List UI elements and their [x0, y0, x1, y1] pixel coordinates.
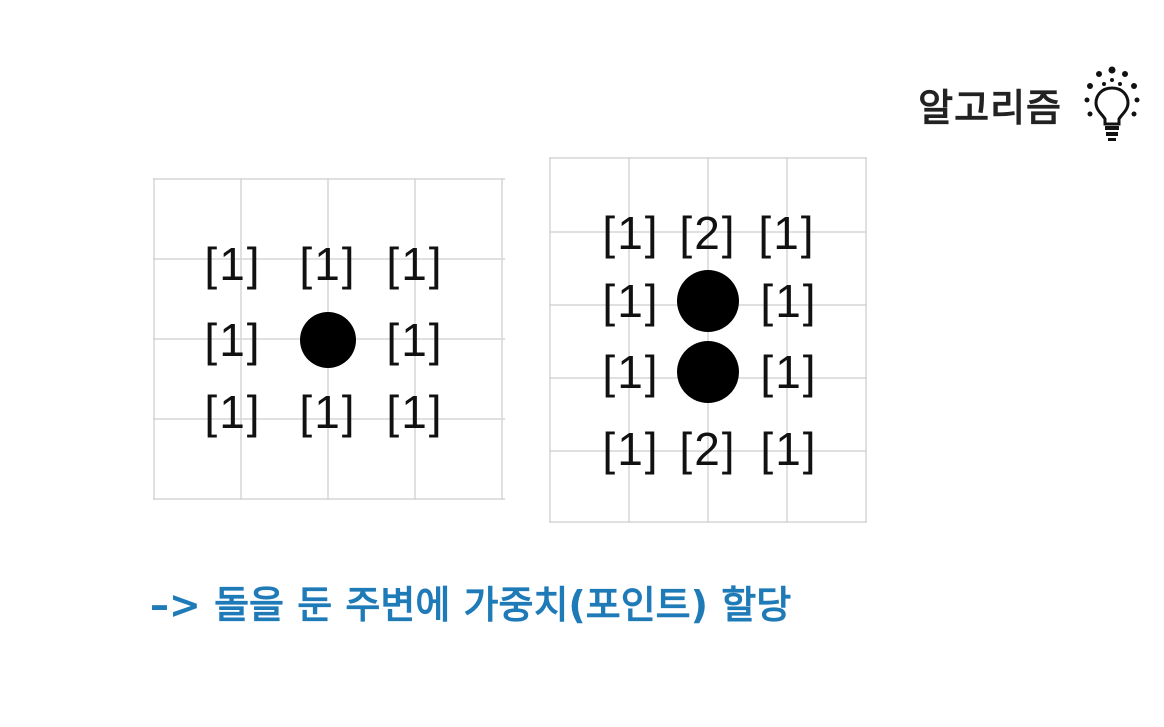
weight-label: [1] — [299, 238, 357, 290]
stone — [300, 312, 356, 368]
stone — [677, 270, 739, 332]
weight-label: [2] — [679, 423, 737, 475]
header: 알고리즘 — [918, 64, 1142, 144]
weight-label: [1] — [602, 275, 660, 327]
lightbulb-icon — [1084, 66, 1140, 141]
right-board: [1] [2] [1] [1] [1] [1] [1] [1] [2] [1] — [549, 157, 867, 523]
weight-label: [1] — [760, 275, 818, 327]
weight-label: [1] — [386, 314, 444, 366]
weight-label: [1] — [760, 423, 818, 475]
weight-label: [1] — [602, 423, 660, 475]
left-board: [1] [1] [1] [1] [1] [1] [1] [1] — [153, 178, 505, 500]
weight-label: [1] — [386, 238, 444, 290]
weight-label: [1] — [760, 346, 818, 398]
weight-label: [1] — [386, 386, 444, 438]
weight-label: [1] — [299, 386, 357, 438]
page-title: 알고리즘 — [918, 85, 1062, 130]
weight-label: [1] — [758, 207, 816, 259]
weight-label: [1] — [602, 207, 660, 259]
stone — [677, 341, 739, 403]
caption: –> 돌을 둔 주변에 가중치(포인트) 할당 — [150, 583, 792, 627]
weight-label: [1] — [602, 346, 660, 398]
weight-label: [1] — [204, 314, 262, 366]
weight-label: [2] — [679, 207, 737, 259]
weight-label: [1] — [204, 386, 262, 438]
left-board-grid — [153, 178, 505, 500]
weight-label: [1] — [204, 238, 262, 290]
